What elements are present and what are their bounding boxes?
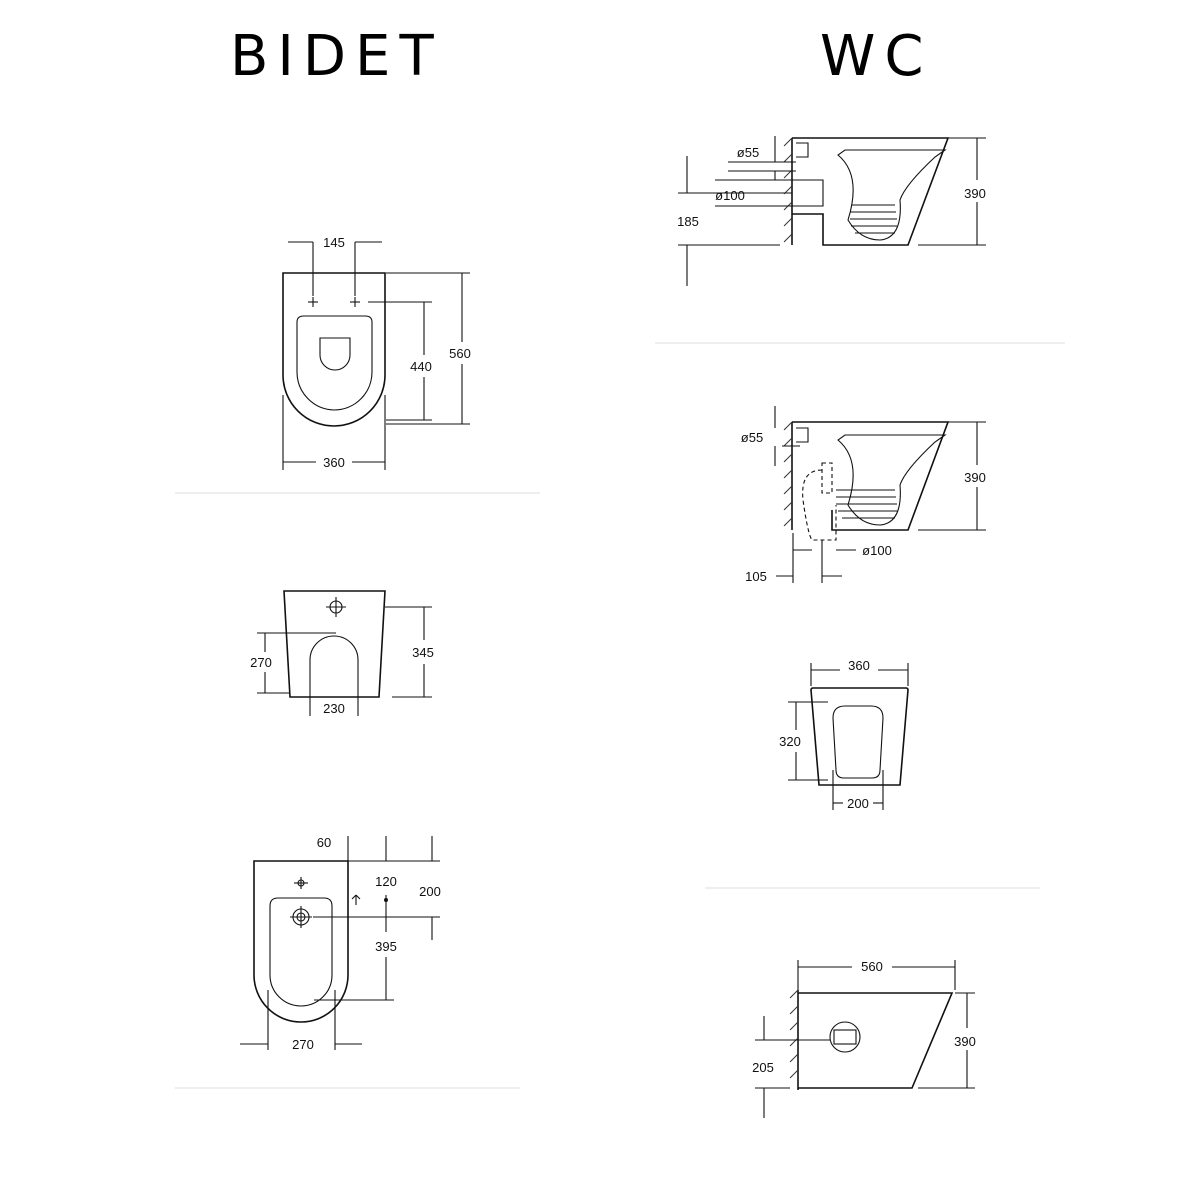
wc-side-view-3: 560 390 205 <box>752 959 976 1118</box>
bidet-front-view: 270 345 230 <box>250 590 434 716</box>
bidet-top-outline <box>282 272 386 427</box>
bidet-fixing-bowl <box>269 897 333 1007</box>
dim-outlet-offset: 105 <box>745 569 767 584</box>
bidet-heading: BIDET <box>230 24 443 89</box>
concealed-waste-pipe <box>802 462 837 541</box>
dim-outlet-diameter: ø100 <box>715 188 745 203</box>
dim-depth: 560 <box>861 959 883 974</box>
dim-offset-d: 395 <box>375 939 397 954</box>
outlet-pipe <box>792 179 824 207</box>
dim-offset-b: 120 <box>375 874 397 889</box>
dim-width: 270 <box>292 1037 314 1052</box>
wc-side-outline <box>792 137 950 246</box>
dim-bowl-width: 230 <box>323 701 345 716</box>
bidet-top-inner-bowl <box>319 337 351 371</box>
wc-heading: WC <box>820 24 933 89</box>
dim-inlet-diameter: ø55 <box>737 145 759 160</box>
dim-bowl-width: 200 <box>847 796 869 811</box>
dim-offset-c: 200 <box>419 884 441 899</box>
dim-bowl-height: 270 <box>250 655 272 670</box>
dim-inlet-diameter: ø55 <box>741 430 763 445</box>
dim-height-to-taps: 440 <box>410 359 432 374</box>
wc-front-bowl <box>832 705 884 779</box>
bowl-ribs <box>836 489 897 519</box>
wall-hatching <box>783 137 793 243</box>
dim-height: 390 <box>954 1034 976 1049</box>
dim-depth: 560 <box>449 346 471 361</box>
dim-height: 345 <box>412 645 434 660</box>
dim-tap-spacing: 145 <box>323 235 345 250</box>
tap-hole-marks <box>308 297 360 307</box>
wc-side-bowl <box>837 149 947 241</box>
dim-offset-a: 60 <box>317 835 331 850</box>
bidet-fixing-outline <box>253 860 349 1023</box>
wc-side-view-1: ø55 ø100 185 390 <box>677 136 986 286</box>
wall-hatching <box>783 421 793 527</box>
inlet-pipe <box>796 142 809 158</box>
wc-side-outline <box>798 992 954 1089</box>
bidet-top-view: 145 440 560 360 <box>282 235 471 470</box>
dim-height: 390 <box>964 470 986 485</box>
wc-front-outline <box>810 687 909 786</box>
spout-mark <box>326 597 346 617</box>
dim-fixing-height: 205 <box>752 1060 774 1075</box>
bidet-top-bowl <box>296 315 373 411</box>
bowl-ribs <box>850 204 897 234</box>
wc-front-view: 360 320 200 <box>779 658 909 811</box>
wall-hatching <box>789 989 799 1079</box>
fixing-hole <box>829 1021 861 1053</box>
dim-outlet-diameter: ø100 <box>862 543 892 558</box>
inlet-pipe <box>796 427 809 443</box>
dim-width: 360 <box>848 658 870 673</box>
bidet-fixing-view: 60 120 200 395 270 <box>240 835 441 1052</box>
wc-side-outline <box>792 421 950 531</box>
section-dividers <box>175 342 1065 1089</box>
wc-side-bowl <box>837 434 947 526</box>
dim-height: 390 <box>964 186 986 201</box>
fixing-hole-marks <box>290 877 312 928</box>
wc-side-view-2: ø55 390 ø100 105 <box>741 406 986 584</box>
bidet-front-bowl <box>309 635 359 697</box>
dim-outlet-height: 185 <box>677 214 699 229</box>
dim-width: 360 <box>323 455 345 470</box>
bidet-front-outline <box>283 590 386 698</box>
dim-height: 320 <box>779 734 801 749</box>
